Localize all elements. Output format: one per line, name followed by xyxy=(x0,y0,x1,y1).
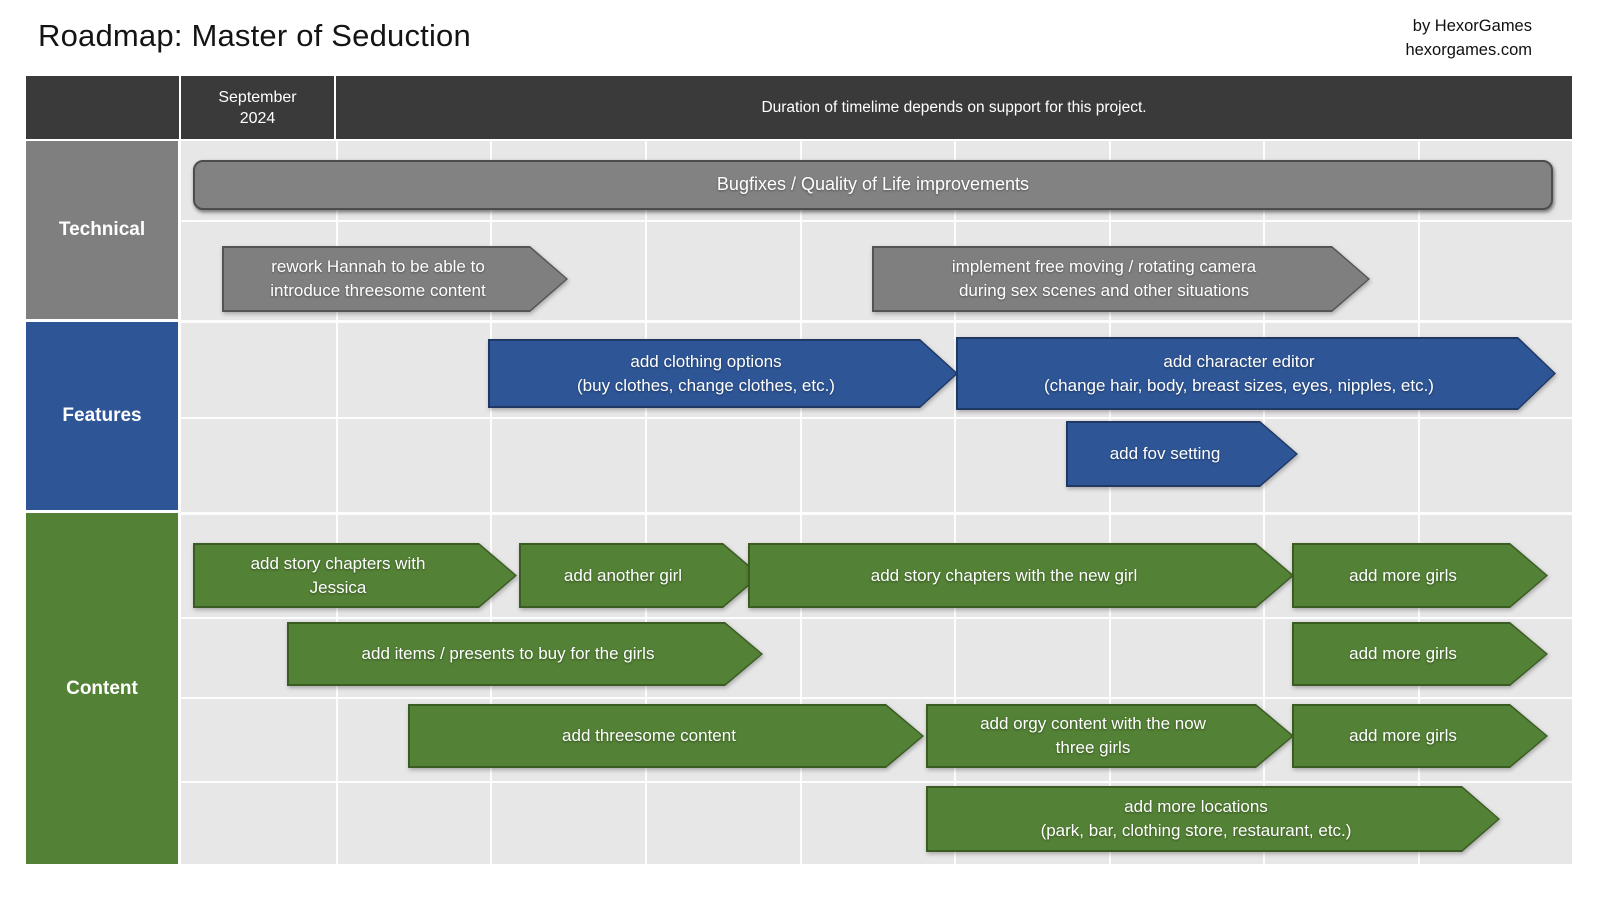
header-note-cell: Duration of timelime depends on support … xyxy=(336,76,1572,139)
bar-more-locations: add more locations (park, bar, clothing … xyxy=(926,786,1500,852)
bar-label: add more girls xyxy=(1349,565,1457,585)
bar-label: add more girls xyxy=(1349,644,1457,664)
bar-another-girl: add another girl xyxy=(519,543,761,608)
bar-label: add more girls xyxy=(1349,726,1457,746)
bar-bugfixes: Bugfixes / Quality of Life improvements xyxy=(193,160,1553,210)
bar-story-new-girl: add story chapters with the new girl xyxy=(748,543,1294,608)
gridline-v xyxy=(1263,141,1265,864)
bar-label: add orgy content with the now three girl… xyxy=(980,714,1206,757)
row-divider xyxy=(181,512,1572,515)
header-month-cell: September 2024 xyxy=(181,76,334,139)
bar-label: add character editor (change hair, body,… xyxy=(1044,351,1434,395)
gridline-v xyxy=(336,141,338,864)
bar-free-camera: implement free moving / rotating camera … xyxy=(872,246,1370,312)
bar-rework-hannah: rework Hannah to be able to introduce th… xyxy=(222,246,568,312)
bar-clothing-options: add clothing options (buy clothes, chang… xyxy=(488,339,958,408)
bar-more-girls-2: add more girls xyxy=(1292,622,1548,686)
gridline-v xyxy=(954,141,956,864)
page-title: Roadmap: Master of Seduction xyxy=(38,18,471,53)
gridline-v xyxy=(1418,141,1420,864)
bar-label: add fov setting xyxy=(1109,444,1221,464)
gridline-h xyxy=(181,697,1572,699)
bar-label: rework Hannah to be able to introduce th… xyxy=(270,257,486,300)
bar-more-girls-3: add more girls xyxy=(1292,704,1548,768)
bar-label: add clothing options (buy clothes, chang… xyxy=(577,351,835,395)
byline: by HexorGames hexorgames.com xyxy=(1405,14,1532,62)
lane-label-content: Content xyxy=(26,513,178,864)
bar-story-jessica: add story chapters with Jessica xyxy=(193,543,517,608)
bar-label: add story chapters with Jessica xyxy=(250,553,426,597)
gridline-v xyxy=(1109,141,1111,864)
bar-orgy-content: add orgy content with the now three girl… xyxy=(926,704,1294,768)
lane-label-technical: Technical xyxy=(26,141,178,319)
bar-label: Bugfixes / Quality of Life improvements xyxy=(716,174,1030,195)
lane-label-features: Features xyxy=(26,322,178,510)
bar-fov-setting: add fov setting xyxy=(1066,421,1298,487)
gridline-v xyxy=(800,141,802,864)
bar-label: implement free moving / rotating camera … xyxy=(951,257,1257,300)
bar-more-girls-1: add more girls xyxy=(1292,543,1548,608)
gridline-v xyxy=(490,141,492,864)
row-divider xyxy=(181,320,1572,323)
bar-label: add items / presents to buy for the girl… xyxy=(361,644,655,664)
gridline-v xyxy=(645,141,647,864)
bar-label: add another girl xyxy=(563,565,683,585)
byline-author: by HexorGames xyxy=(1412,17,1532,35)
bar-label: add story chapters with the new girl xyxy=(870,565,1138,585)
byline-website: hexorgames.com xyxy=(1405,41,1532,59)
bar-label: add threesome content xyxy=(562,726,736,746)
header-corner-cell xyxy=(26,76,179,139)
gridline-h xyxy=(181,220,1572,222)
gridline-h xyxy=(181,781,1572,783)
gridline-h xyxy=(181,617,1572,619)
bar-character-editor: add character editor (change hair, body,… xyxy=(956,337,1556,410)
bar-items-presents: add items / presents to buy for the girl… xyxy=(287,622,763,686)
bar-threesome-content: add threesome content xyxy=(408,704,924,768)
gridline-h xyxy=(181,417,1572,419)
bar-label: add more locations (park, bar, clothing … xyxy=(1040,797,1352,840)
